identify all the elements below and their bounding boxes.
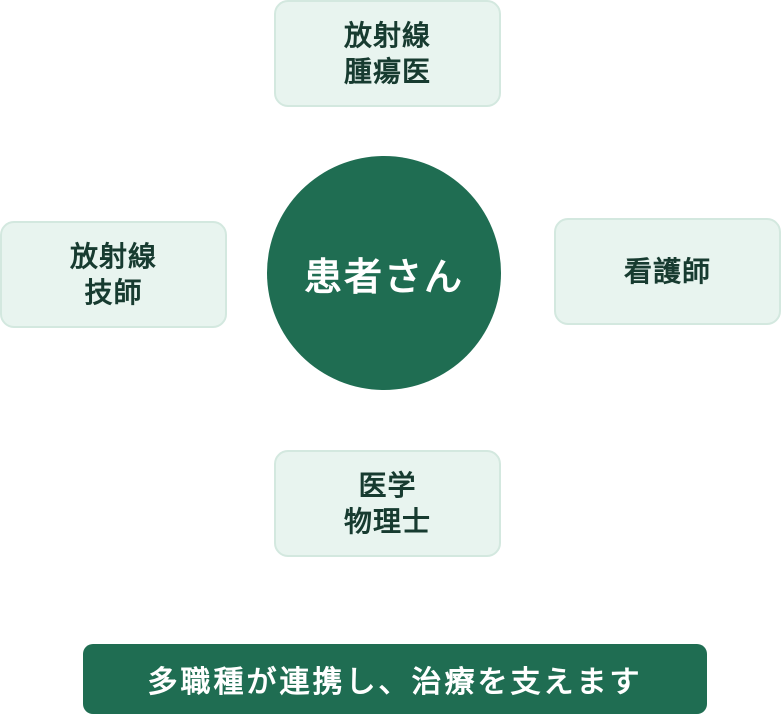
patient-label: 患者さん (303, 254, 464, 299)
role-label-radiation-oncologist: 放射線 腫瘍医 (343, 18, 431, 88)
role-box-medical-physicist: 医学 物理士 (274, 450, 501, 557)
role-label-radiological-technologist: 放射線 技師 (69, 239, 157, 309)
role-label-nurse: 看護師 (623, 254, 711, 288)
role-box-radiation-oncologist: 放射線 腫瘍医 (274, 0, 501, 107)
role-box-radiological-technologist: 放射線 技師 (0, 221, 227, 328)
role-label-medical-physicist: 医学 物理士 (343, 468, 431, 538)
footer-banner-text: 多職種が連携し、治療を支えます (147, 665, 643, 700)
role-box-nurse: 看護師 (554, 218, 781, 325)
patient-circle: 患者さん (267, 156, 501, 390)
footer-banner: 多職種が連携し、治療を支えます (83, 644, 707, 714)
